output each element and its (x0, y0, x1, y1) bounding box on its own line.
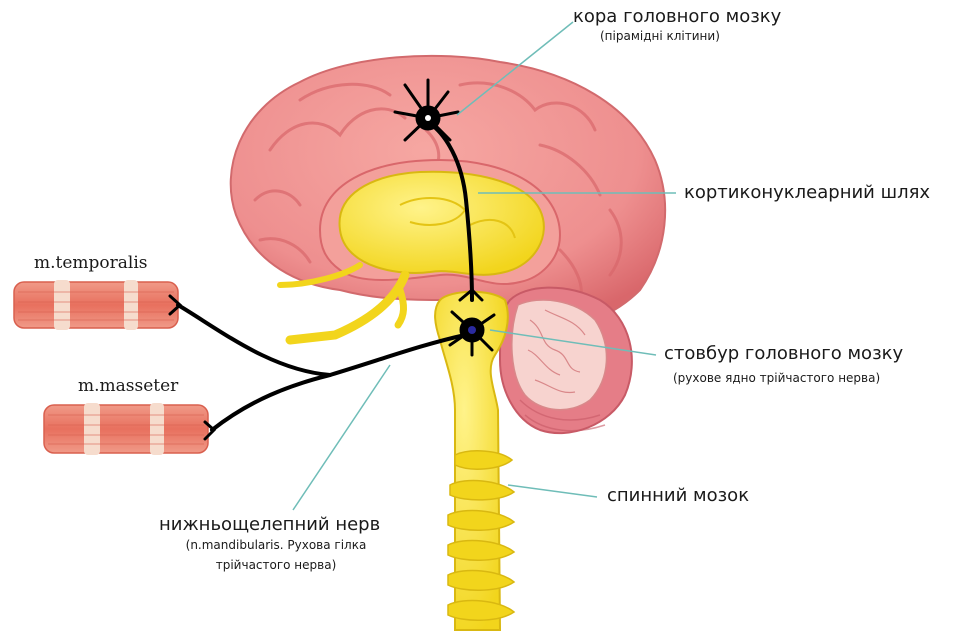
note-mandibular-nerve-line2: трійчастого нерва) (176, 558, 376, 572)
leader-nerve (293, 365, 390, 510)
label-temporalis: m.temporalis (34, 253, 148, 273)
note-mandibular-nerve-line1: (n.mandibularis. Рухова гілка (176, 538, 376, 552)
label-mandibular-nerve: нижньощелепний нерв (159, 514, 380, 535)
label-spinal-cord: спинний мозок (607, 485, 749, 506)
label-corticonuclear-tract: кортиконуклеарний шлях (684, 182, 930, 203)
label-masseter: m.masseter (78, 376, 178, 396)
muscle-temporalis (14, 280, 178, 330)
nerve-to-masseter (212, 375, 330, 430)
leader-spinal-cord (508, 485, 597, 497)
label-brainstem: стовбур головного мозку (664, 343, 903, 364)
note-brainstem: (рухове ядно трійчастого нерва) (673, 371, 880, 385)
label-cortex: кора головного мозку (573, 6, 781, 27)
muscle-masseter (44, 403, 208, 455)
cerebellum (500, 288, 632, 433)
note-cortex: (пірамідні клітини) (600, 29, 720, 43)
